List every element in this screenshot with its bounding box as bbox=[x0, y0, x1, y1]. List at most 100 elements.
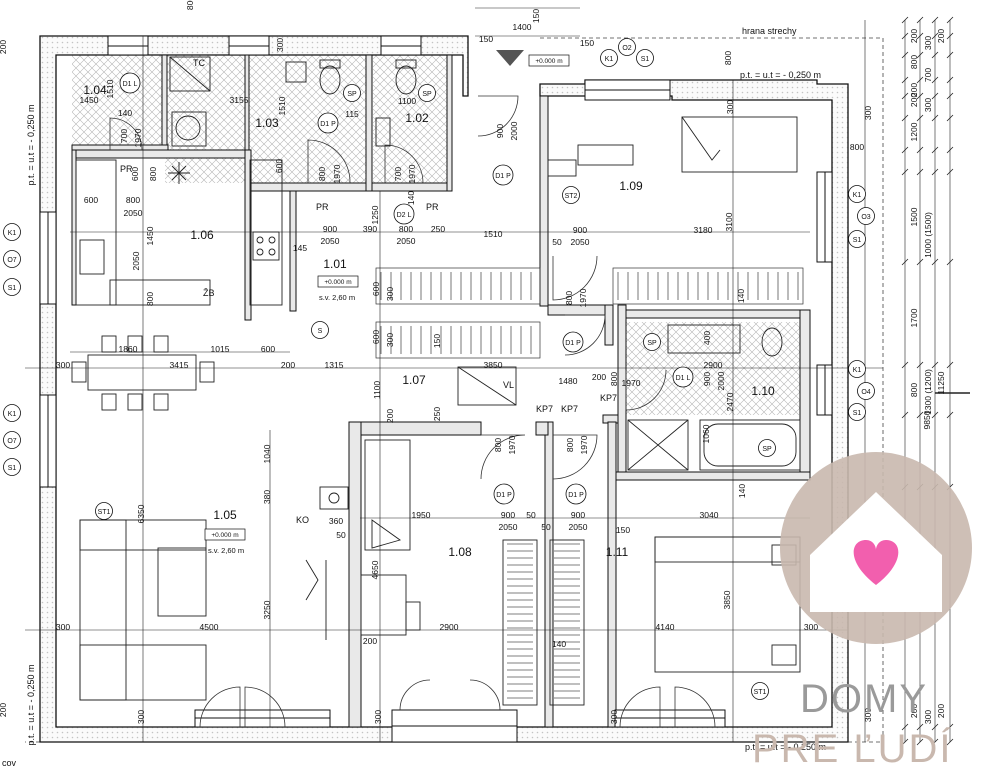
dimension-label: 1200 bbox=[909, 122, 919, 141]
dimension-label: 1480 bbox=[559, 376, 578, 386]
tag-circle bbox=[3, 458, 21, 476]
wardrobe-hatch bbox=[380, 272, 799, 699]
element-tag: D1 P bbox=[495, 173, 511, 180]
plan-note: KP7 bbox=[561, 404, 578, 414]
element-tag: D1 P bbox=[568, 492, 584, 499]
tag-circle bbox=[492, 164, 514, 186]
dimension-label: 1100 bbox=[372, 381, 382, 400]
element-tag: S1 bbox=[8, 285, 17, 292]
interior-walls bbox=[71, 54, 811, 728]
element-tag: K1 bbox=[853, 192, 862, 199]
room-label: 1.01 bbox=[323, 257, 347, 271]
dimension-label: 800 bbox=[148, 167, 158, 181]
dimension-label: 800 bbox=[126, 195, 140, 205]
dimension-label: 2050 bbox=[571, 237, 590, 247]
tag-circle bbox=[3, 431, 21, 449]
element-tag: ST1 bbox=[98, 509, 111, 516]
floor-level-box bbox=[317, 275, 359, 288]
tag-circle bbox=[562, 331, 584, 353]
element-tag: SP bbox=[422, 91, 432, 98]
dimension-label: 300 bbox=[804, 622, 818, 632]
dimension-label: 2050 bbox=[569, 522, 588, 532]
tag-circle bbox=[618, 38, 636, 56]
dimension-label: 400 bbox=[702, 331, 712, 345]
exterior-walls bbox=[39, 35, 849, 743]
dimension-label: 300 bbox=[923, 710, 933, 724]
room-label: 1.11 bbox=[606, 545, 629, 559]
dimension-label: 800 bbox=[609, 372, 619, 386]
dimension-label: 150 bbox=[580, 38, 594, 48]
tag-circle bbox=[672, 366, 694, 388]
dimension-label: 1510 bbox=[105, 79, 115, 98]
element-tag: D1 L bbox=[123, 81, 138, 88]
dimension-label: 200 bbox=[0, 703, 8, 717]
dimension-label: 800 bbox=[564, 291, 574, 305]
dimension-label: 50 bbox=[541, 522, 551, 532]
logo-heart-icon bbox=[853, 540, 899, 585]
dimension-label: 1700 bbox=[909, 308, 919, 327]
dimension-label: 900 bbox=[702, 372, 712, 386]
dimension-label: 200 bbox=[385, 409, 395, 423]
element-tag: D1 P bbox=[565, 340, 581, 347]
dimension-label: 1510 bbox=[484, 229, 503, 239]
dimension-label: 380 bbox=[262, 490, 272, 504]
plan-note: KO bbox=[296, 515, 309, 525]
dimension-label: 3100 bbox=[724, 212, 734, 231]
dimension-label: 1860 bbox=[119, 344, 138, 354]
tag-circle bbox=[317, 112, 339, 134]
dimension-label: 4650 bbox=[370, 560, 380, 579]
dimension-label: 300 bbox=[385, 333, 395, 347]
room-label: 1.03 bbox=[255, 116, 279, 130]
dimension-label: 200 bbox=[936, 704, 946, 718]
dimension-label: 900 bbox=[495, 124, 505, 138]
dimension-label: 115 bbox=[345, 109, 359, 119]
dimension-label: 300 bbox=[56, 622, 70, 632]
room-label: 1.02 bbox=[405, 111, 429, 125]
element-tag: O3 bbox=[861, 214, 870, 221]
dimension-label: 1450 bbox=[80, 95, 99, 105]
dimension-label: 2050 bbox=[321, 236, 340, 246]
dimension-label: 2000 bbox=[509, 121, 519, 140]
dimension-label: 200 bbox=[909, 83, 919, 97]
dimension-label: 1500 bbox=[909, 207, 919, 226]
dimension-label: 800 bbox=[909, 55, 919, 69]
room-label: 1.04 bbox=[83, 83, 107, 97]
tag-circle bbox=[643, 333, 661, 351]
plan-note: ŽB bbox=[203, 288, 215, 298]
dimension-label: 250 bbox=[431, 224, 445, 234]
dimension-label: 2000 bbox=[716, 371, 726, 390]
plan-note: KP7 bbox=[536, 404, 553, 414]
element-tag: O4 bbox=[861, 389, 870, 396]
tag-circle bbox=[848, 230, 866, 248]
plan-note: hrana strechy bbox=[742, 26, 797, 36]
dimension-label: 300 bbox=[863, 106, 873, 120]
dimension-label: 300 bbox=[56, 360, 70, 370]
dimension-label: 900 bbox=[323, 224, 337, 234]
tag-circle bbox=[3, 223, 21, 241]
dimension-label: 1300 (1200) bbox=[923, 369, 933, 415]
dimension-label: 140 bbox=[736, 289, 746, 303]
dimension-label: 800 bbox=[145, 292, 155, 306]
element-tag: D1 P bbox=[496, 492, 512, 499]
element-tag: S1 bbox=[641, 56, 650, 63]
dimension-label: 1970 bbox=[578, 288, 588, 307]
plan-note: PR bbox=[120, 164, 133, 174]
dimension-label: 2050 bbox=[499, 522, 518, 532]
dimension-label: 1510 bbox=[277, 96, 287, 115]
dimension-label: 150 bbox=[616, 525, 630, 535]
tag-circle bbox=[636, 49, 654, 67]
dimension-label: 600 bbox=[261, 344, 275, 354]
floor-level-box bbox=[204, 528, 246, 541]
room-label: 1.10 bbox=[751, 384, 775, 398]
dimension-label: 2050 bbox=[397, 236, 416, 246]
plan-note: cov bbox=[2, 758, 17, 768]
dimension-label: 800 bbox=[493, 438, 503, 452]
plan-note: p.t. = u.t = - 0,250 m bbox=[26, 664, 36, 745]
dimension-label: 2470 bbox=[725, 392, 735, 411]
dimension-label: 1450 bbox=[145, 226, 155, 245]
room-label: 1.06 bbox=[190, 228, 214, 242]
tag-circle bbox=[600, 49, 618, 67]
dimension-label: 145 bbox=[293, 243, 307, 253]
tag-circle bbox=[3, 404, 21, 422]
